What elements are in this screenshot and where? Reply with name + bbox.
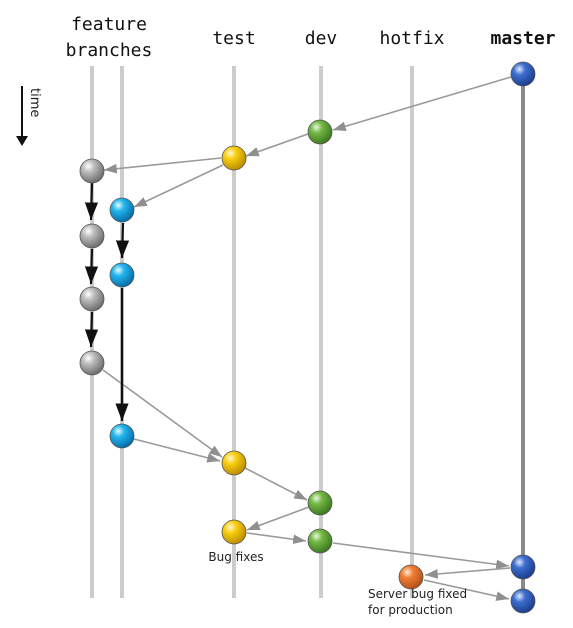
merge-arrow-hotfix-to-master: [423, 579, 510, 601]
lane-label-dev: dev: [305, 28, 338, 49]
lane-label-feature-line2: branches: [66, 40, 153, 61]
commit-node-master-2: [510, 554, 536, 580]
arrow-down-icon: [16, 86, 28, 146]
annotation-bug-fixes: Bug fixes: [208, 550, 263, 564]
commit-arrow-feature-a-2: [84, 248, 99, 285]
commit-node-dev-2: [307, 490, 333, 516]
commit-node-master-1: [510, 61, 536, 87]
merge-arrow-test-bugfix-to-dev: [246, 532, 307, 545]
lane-label-hotfix: hotfix: [379, 28, 444, 49]
commit-node-test-1: [221, 145, 247, 171]
commit-node-dev-3: [307, 528, 333, 554]
lane-label-test: test: [212, 28, 255, 49]
commit-node-feature-a-1: [79, 158, 105, 184]
merge-arrow-master-to-hotfix: [424, 567, 511, 579]
commit-arrow-feature-b-1: [115, 222, 130, 259]
lane-label-feature-line1: feature: [71, 14, 147, 35]
merge-arrow-test-to-feature-a: [103, 157, 222, 174]
commit-node-hotfix-1: [398, 564, 424, 590]
commit-arrow-feature-a-3: [84, 311, 99, 348]
annotation-server-bug-line1: Server bug fixed: [368, 587, 467, 601]
merge-arrow-test-to-dev: [244, 467, 308, 501]
commit-node-feature-b-1: [109, 197, 135, 223]
commit-node-master-3: [510, 588, 536, 614]
commit-node-feature-b-2: [109, 262, 135, 288]
commit-node-feature-a-2: [79, 223, 105, 249]
annotation-server-bug-line2: for production: [368, 603, 453, 617]
commit-node-dev-1: [307, 119, 333, 145]
merge-arrow-dev-to-master: [332, 542, 510, 570]
commit-arrow-feature-a-1: [84, 182, 99, 221]
commit-node-test-2: [221, 450, 247, 476]
commit-node-feature-a-3: [79, 286, 105, 312]
merge-arrow-feature-b-to-test: [133, 438, 221, 463]
merge-arrow-test-to-feature-b: [133, 164, 224, 208]
merge-arrow-dev-to-test-bugfix: [246, 506, 310, 531]
lane-label-master: master: [490, 28, 555, 49]
time-label: time: [27, 88, 42, 117]
merge-arrow-master-to-dev: [332, 76, 512, 131]
merge-arrow-dev-to-test: [245, 133, 309, 157]
commit-node-feature-b-3: [109, 423, 135, 449]
commit-node-test-3: [221, 519, 247, 545]
commit-node-feature-a-4: [79, 350, 105, 376]
